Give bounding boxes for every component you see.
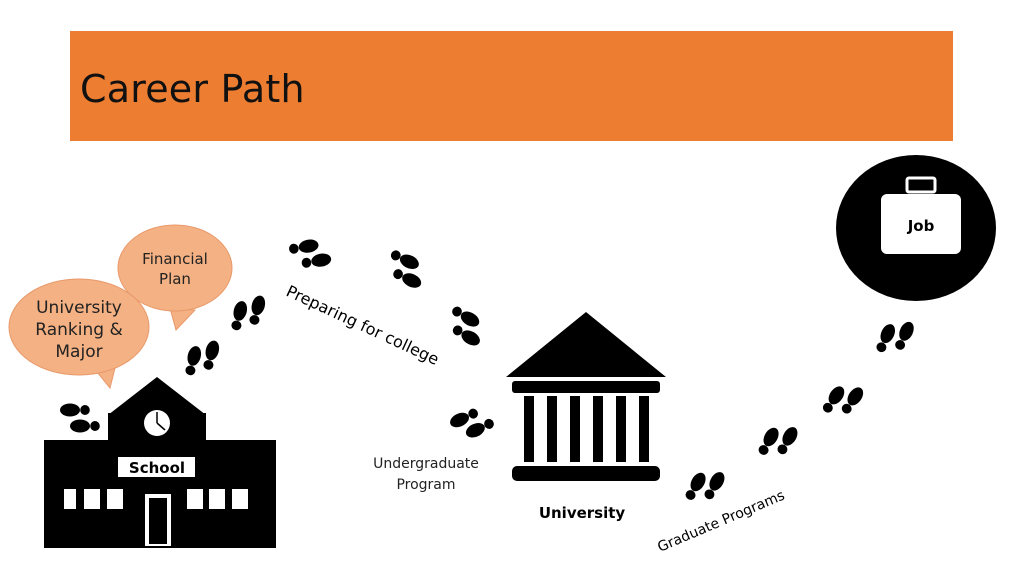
school-label: School bbox=[129, 459, 185, 477]
title-banner: Career Path bbox=[70, 31, 953, 141]
ranking-label-line2: Ranking & bbox=[35, 320, 122, 340]
footprint-icon bbox=[382, 247, 430, 290]
job-circle bbox=[836, 155, 996, 301]
footprint-icon bbox=[873, 313, 916, 361]
university-ranking-bubble: University Ranking & Major bbox=[8, 278, 150, 390]
footprint-icon bbox=[229, 290, 267, 336]
footprint-icon bbox=[448, 401, 496, 444]
school-sign bbox=[118, 457, 195, 477]
graduate-label: Graduate Programs bbox=[655, 488, 787, 556]
footprint-icon bbox=[756, 416, 801, 465]
job-label: Job bbox=[907, 217, 935, 235]
footprint-icon bbox=[442, 304, 491, 349]
financial-plan-label-line2: Plan bbox=[159, 270, 191, 288]
school-building-icon bbox=[44, 377, 276, 548]
financial-plan-bubble: Financial Plan bbox=[117, 224, 233, 331]
ranking-label-line3: Major bbox=[55, 342, 102, 362]
footprint-icon bbox=[820, 375, 867, 424]
preparing-label: Preparing for college bbox=[283, 281, 442, 368]
briefcase-icon bbox=[881, 176, 961, 254]
university-building-icon bbox=[506, 312, 666, 481]
footprint-icon bbox=[683, 461, 728, 510]
university-label: University bbox=[539, 504, 626, 522]
footprint-icon bbox=[288, 236, 332, 271]
undergrad-label-line1: Undergraduate bbox=[373, 456, 479, 472]
undergrad-label-line2: Program bbox=[396, 477, 455, 493]
page-title: Career Path bbox=[80, 67, 305, 111]
ranking-label-line1: University bbox=[36, 298, 122, 318]
footprint-icon bbox=[60, 404, 100, 433]
footprint-icon bbox=[183, 335, 221, 381]
financial-plan-label-line1: Financial bbox=[142, 250, 208, 268]
